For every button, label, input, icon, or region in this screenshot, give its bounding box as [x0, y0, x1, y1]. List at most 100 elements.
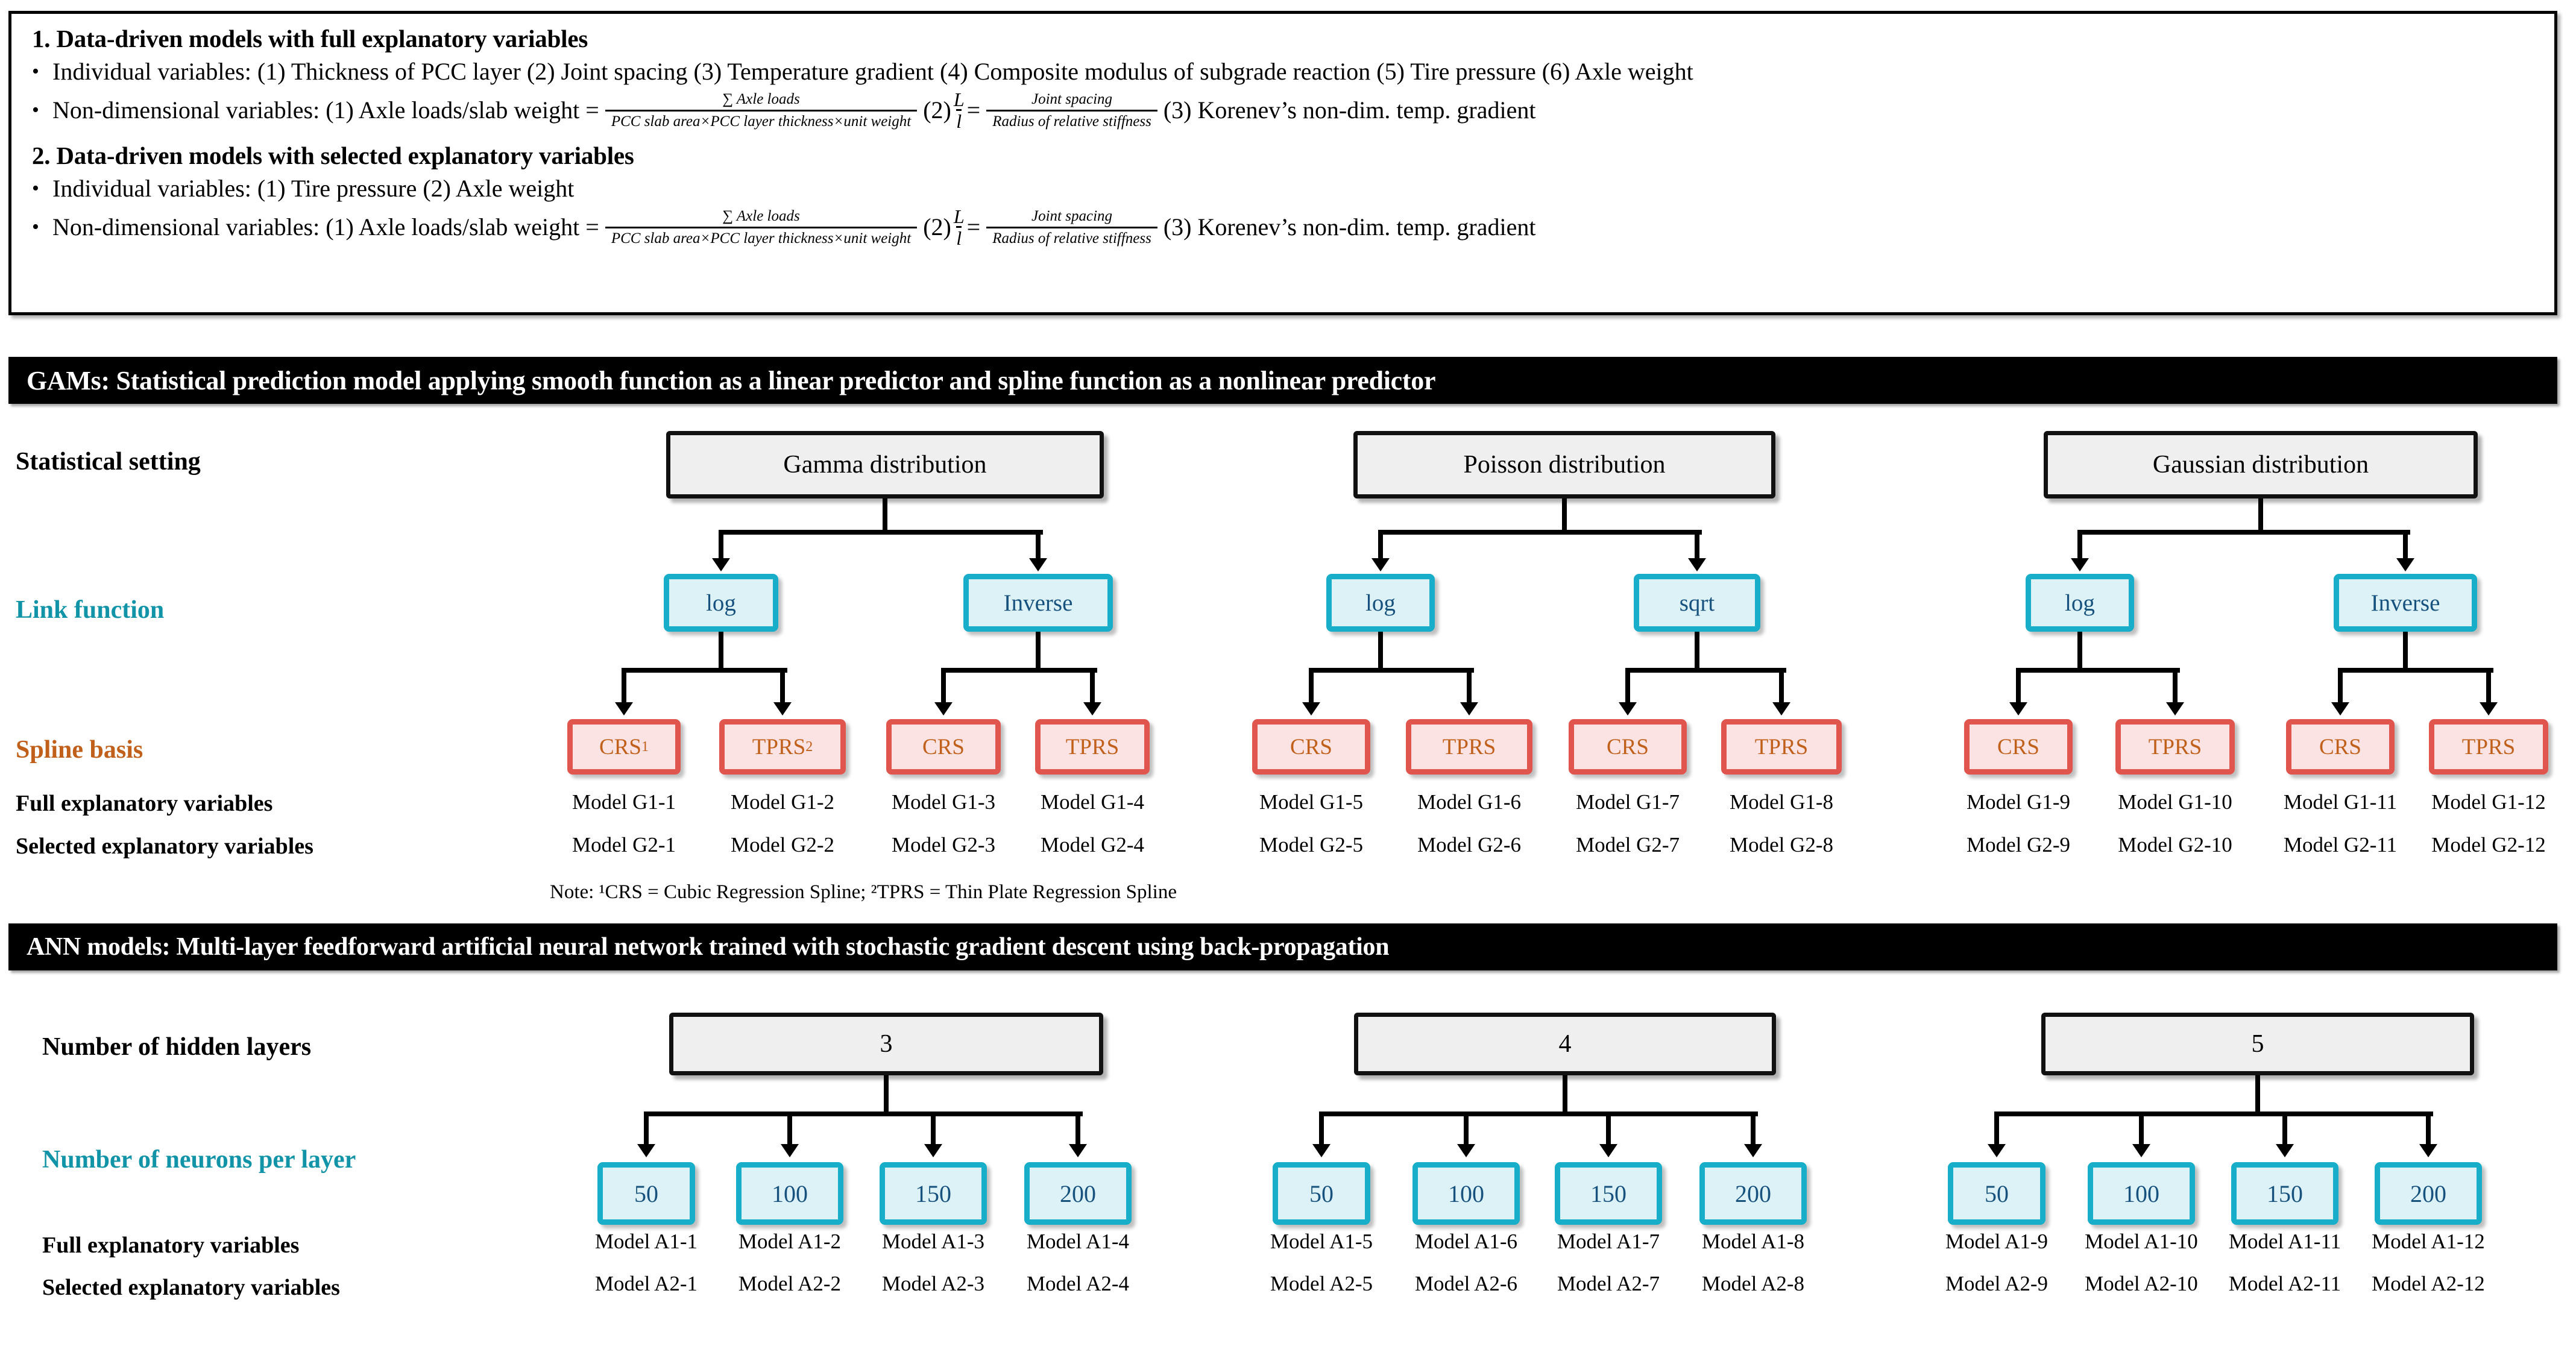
spline-basis-label: TPRS	[2148, 734, 2202, 759]
spline-basis-box[interactable]: CRS	[1569, 719, 1687, 775]
spline-basis-label: TPRS	[1065, 734, 1120, 759]
neuron-count-box[interactable]: 100	[736, 1162, 843, 1225]
hidden-layers-box[interactable]: 5	[2041, 1013, 2474, 1075]
spline-basis-box[interactable]: TPRS	[2429, 719, 2548, 775]
ratio-denominator: l	[956, 109, 962, 132]
neuron-count-label: 200	[1060, 1180, 1096, 1207]
arrow-head	[1457, 1144, 1475, 1157]
arrow-head	[2009, 702, 2027, 715]
link-function-box[interactable]: log	[1326, 574, 1435, 632]
row-label-statistical-setting: Statistical setting	[16, 448, 201, 476]
spline-basis-label: CRS	[1290, 734, 1332, 759]
spline-basis-box[interactable]: CRS	[2286, 719, 2395, 775]
model-name-full: Model A1-2	[738, 1230, 842, 1253]
row-label-full-explanatory-ann: Full explanatory variables	[42, 1233, 300, 1258]
model-name-selected: Model G2-10	[2118, 833, 2232, 857]
spline-basis-box[interactable]: TPRS	[1406, 719, 1532, 775]
arrow-head	[1688, 558, 1706, 571]
spline-basis-box[interactable]: TPRS	[1721, 719, 1842, 775]
model-name-full: Model A1-7	[1557, 1230, 1660, 1253]
model-name-full: Model G1-10	[2118, 790, 2232, 814]
hidden-layers-value: 3	[880, 1030, 893, 1058]
axle-load-fraction: ∑ Axle loads PCC slab area×PCC layer thi…	[605, 90, 918, 131]
neuron-count-box[interactable]: 200	[1024, 1162, 1132, 1225]
spline-basis-label: TPRS	[1754, 734, 1809, 759]
neuron-count-label: 50	[1309, 1180, 1334, 1207]
model-name-selected: Model A2-8	[1701, 1272, 1805, 1295]
neuron-count-box[interactable]: 200	[2375, 1162, 2482, 1225]
model-name-full: Model G1-5	[1259, 790, 1364, 814]
neuron-count-box[interactable]: 50	[1273, 1162, 1370, 1225]
model-name-full: Model G1-3	[891, 790, 996, 814]
model-name-selected: Model G2-7	[1575, 833, 1680, 857]
link-function-box[interactable]: sqrt	[1634, 574, 1760, 632]
arrow-head	[1371, 558, 1390, 571]
hidden-layers-box[interactable]: 4	[1354, 1013, 1776, 1075]
model-name-full: Model A1-5	[1270, 1230, 1373, 1253]
neuron-count-box[interactable]: 100	[2088, 1162, 2195, 1225]
section2-item3-label: (3) Korenev’s non-dim. temp. gradient	[1163, 213, 1536, 241]
equals-sign: =	[966, 213, 981, 241]
spline-basis-box[interactable]: CRS	[1964, 719, 2073, 775]
arrow-head	[924, 1144, 942, 1157]
link-function-box[interactable]: Inverse	[963, 574, 1113, 632]
spline-basis-box[interactable]: CRS	[1252, 719, 1370, 775]
model-name-selected: Model G2-6	[1417, 833, 1522, 857]
axle-load-fraction: ∑ Axle loads PCC slab area×PCC layer thi…	[605, 207, 918, 248]
arrow-head	[2331, 702, 2349, 715]
model-name-selected: Model A2-1	[594, 1272, 698, 1295]
arrow-head	[1599, 1144, 1617, 1157]
spline-basis-box[interactable]: TPRS	[1035, 719, 1150, 775]
section1-nondimensional-row: • Non-dimensional variables: (1) Axle lo…	[11, 90, 2554, 131]
distribution-box[interactable]: Poisson distribution	[1353, 431, 1775, 498]
fraction-denominator: Radius of relative stiffness	[986, 226, 1157, 248]
neuron-count-box[interactable]: 50	[1948, 1162, 2045, 1225]
section1-individual-text: Individual variables: (1) Thickness of P…	[52, 58, 1693, 85]
neuron-count-box[interactable]: 150	[1555, 1162, 1662, 1225]
distribution-label: Poisson distribution	[1463, 451, 1666, 479]
arrow-head	[712, 558, 730, 571]
model-name-full: Model A1-1	[594, 1230, 698, 1253]
bullet-icon: •	[32, 216, 39, 238]
neuron-count-box[interactable]: 50	[597, 1162, 695, 1225]
distribution-box[interactable]: Gamma distribution	[666, 431, 1104, 498]
spline-basis-box[interactable]: CRS	[886, 719, 1001, 775]
hidden-layers-box[interactable]: 3	[669, 1013, 1103, 1075]
L-over-l-ratio: L l	[954, 207, 965, 248]
link-function-box[interactable]: log	[664, 574, 778, 632]
arrow-head	[1619, 702, 1637, 715]
arrow-head	[2396, 558, 2414, 571]
model-name-selected: Model A2-5	[1270, 1272, 1373, 1295]
bullet-icon: •	[32, 60, 39, 83]
arrow-head	[2419, 1144, 2437, 1157]
neuron-count-box[interactable]: 150	[2231, 1162, 2338, 1225]
spline-basis-box[interactable]: TPRS	[2115, 719, 2235, 775]
model-name-full: Model G1-7	[1575, 790, 1680, 814]
arrow-head	[1029, 558, 1047, 571]
neuron-count-label: 50	[634, 1180, 658, 1207]
ratio-denominator: l	[956, 226, 962, 249]
fraction-numerator: Joint spacing	[1031, 90, 1113, 107]
model-name-full: Model G1-11	[2283, 790, 2398, 814]
model-name-full: Model G1-12	[2431, 790, 2546, 814]
distribution-box[interactable]: Gaussian distribution	[2044, 431, 2478, 498]
fraction-numerator: ∑ Axle loads	[722, 207, 800, 224]
model-name-selected: Model G2-1	[572, 833, 676, 857]
ann-section-banner: ANN models: Multi-layer feedforward arti…	[8, 923, 2557, 970]
arrow-head	[615, 702, 633, 715]
section1-heading: 1. Data-driven models with full explanat…	[32, 25, 588, 52]
row-label-spline-basis: Spline basis	[16, 736, 143, 764]
model-name-selected: Model A2-9	[1945, 1272, 2049, 1295]
neuron-count-box[interactable]: 100	[1412, 1162, 1520, 1225]
link-function-box[interactable]: Inverse	[2334, 574, 2477, 632]
neuron-count-box[interactable]: 150	[880, 1162, 987, 1225]
section2-individual-row: • Individual variables: (1) Tire pressur…	[11, 174, 2554, 203]
link-function-box[interactable]: log	[2026, 574, 2134, 632]
model-name-full: Model G1-9	[1966, 790, 2071, 814]
neuron-count-box[interactable]: 200	[1699, 1162, 1807, 1225]
hidden-layers-value: 5	[2251, 1030, 2264, 1058]
